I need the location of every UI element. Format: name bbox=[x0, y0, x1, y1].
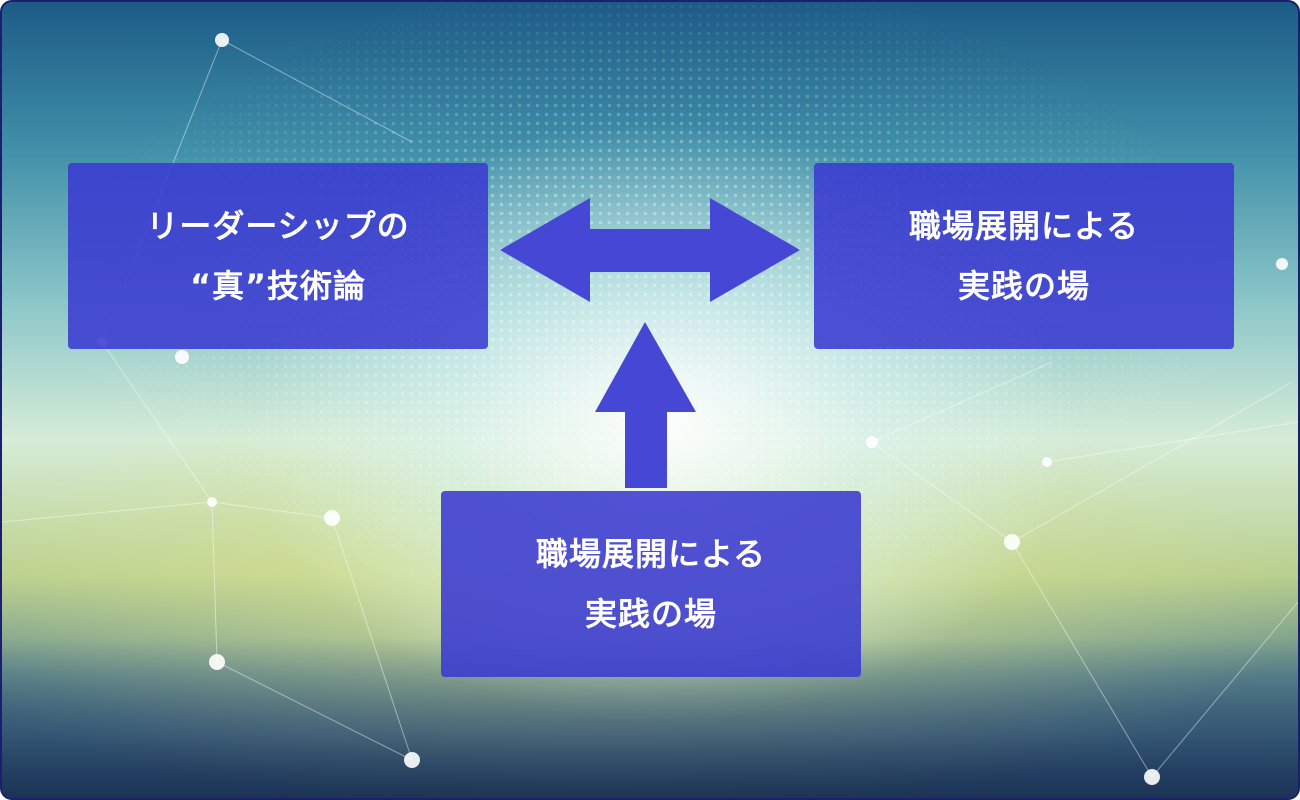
box-bottom-line1: 職場展開による bbox=[535, 535, 767, 573]
box-right-line2: 実践の場 bbox=[957, 267, 1090, 305]
box-right-line1: 職場展開による bbox=[908, 207, 1140, 245]
box-left-line2: “真”技術論 bbox=[189, 267, 367, 305]
leadership-theory-box: リーダーシップの “真”技術論 bbox=[68, 163, 488, 349]
workplace-practice-box-right: 職場展開による 実践の場 bbox=[814, 163, 1234, 349]
box-left-line1: リーダーシップの bbox=[146, 207, 410, 245]
workplace-practice-box-bottom: 職場展開による 実践の場 bbox=[441, 491, 861, 677]
up-arrow-icon bbox=[595, 322, 696, 488]
double-arrow-icon bbox=[500, 198, 800, 302]
box-bottom-line2: 実践の場 bbox=[584, 595, 717, 633]
